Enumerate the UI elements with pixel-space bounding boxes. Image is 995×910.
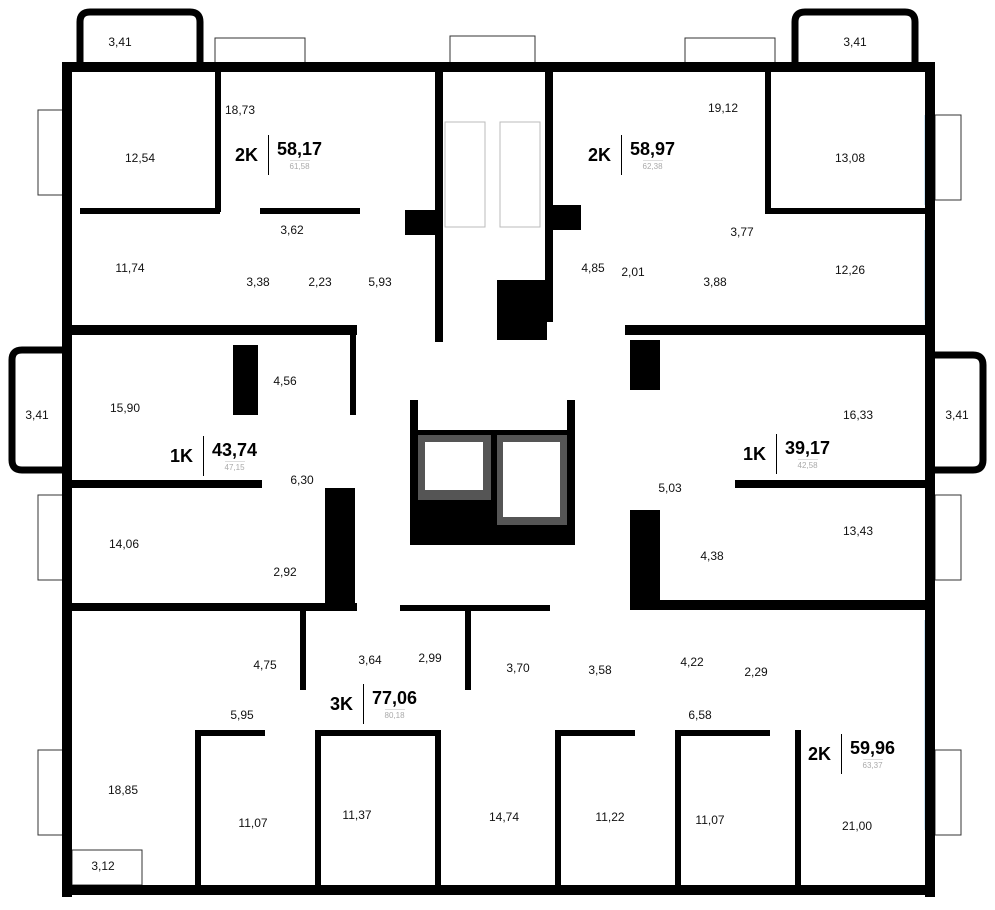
apartment-area: 58,97	[630, 139, 676, 159]
room-area-label: 15,90	[109, 401, 141, 415]
room-area-label: 3,58	[588, 663, 612, 677]
apartment-area: 39,17	[785, 438, 831, 458]
room-area-label: 18,73	[224, 103, 256, 117]
room-area-label: 3,64	[358, 653, 382, 667]
apartment-type: 2K	[235, 144, 259, 165]
room-area-label: 3,41	[843, 35, 867, 49]
room-area-label: 3,38	[246, 275, 270, 289]
room-area-label: 11,74	[115, 261, 145, 275]
room-area-label: 12,54	[124, 151, 156, 165]
room-area-label: 4,85	[581, 261, 605, 275]
room-area-label: 3,62	[280, 223, 304, 237]
apartment-area: 77,06	[372, 688, 418, 708]
room-area-label: 2,01	[621, 265, 645, 279]
room-area-label: 18,85	[107, 783, 139, 797]
room-area-label: 3,12	[91, 859, 115, 873]
room-area-label: 2,99	[418, 651, 442, 665]
apartment-total-area: 47,15	[224, 461, 245, 472]
apartment-type: 2K	[588, 144, 612, 165]
room-area-label: 11,37	[342, 808, 372, 822]
apartment-type: 3K	[330, 693, 354, 714]
room-area-label: 19,12	[707, 101, 739, 115]
room-area-label: 5,95	[230, 708, 254, 722]
room-area-label: 13,43	[842, 524, 874, 538]
room-area-label: 6,30	[290, 473, 314, 487]
apartment-total-area: 42,58	[797, 459, 818, 470]
room-area-label: 3,41	[945, 408, 969, 422]
room-area-label: 6,58	[688, 708, 712, 722]
balcony-top-left	[76, 8, 204, 62]
room-area-label: 2,23	[308, 275, 332, 289]
room-area-label: 5,03	[658, 481, 682, 495]
apartment-area: 43,74	[212, 440, 258, 460]
apartment-total-area: 63,37	[862, 759, 883, 770]
room-area-label: 14,06	[108, 537, 140, 551]
balcony-top-right	[791, 8, 919, 62]
room-area-label: 12,26	[834, 263, 866, 277]
room-area-label: 21,00	[841, 819, 873, 833]
room-area-label: 3,41	[108, 35, 132, 49]
room-area-label: 4,56	[273, 374, 297, 388]
balcony-left	[8, 346, 62, 474]
room-area-label: 3,88	[703, 275, 727, 289]
apartment-total-area: 80,18	[384, 709, 405, 720]
room-area-label: 2,92	[273, 565, 297, 579]
apartment-total-area: 62,38	[642, 160, 663, 171]
room-area-label: 4,75	[253, 658, 277, 672]
room-area-label: 11,07	[238, 816, 268, 830]
room-area-label: 14,74	[488, 810, 520, 824]
room-area-label: 3,41	[25, 408, 49, 422]
room-area-label: 13,08	[834, 151, 866, 165]
apartment-type: 2K	[808, 743, 832, 764]
room-area-label: 11,22	[595, 810, 625, 824]
room-area-label: 3,70	[506, 661, 530, 675]
apartment-type: 1K	[743, 443, 767, 464]
apartment-total-area: 61,58	[289, 160, 310, 171]
room-area-label: 16,33	[842, 408, 874, 422]
apartment-area: 59,96	[850, 738, 896, 758]
balcony-right	[935, 351, 987, 474]
apartment-area: 58,17	[277, 139, 323, 159]
room-area-label: 11,07	[695, 813, 725, 827]
room-area-label: 3,77	[730, 225, 754, 239]
room-area-label: 4,38	[700, 549, 724, 563]
room-area-label: 4,22	[680, 655, 704, 669]
apartment-type: 1K	[170, 445, 194, 466]
room-area-label: 2,29	[744, 665, 768, 679]
room-area-label: 5,93	[368, 275, 392, 289]
